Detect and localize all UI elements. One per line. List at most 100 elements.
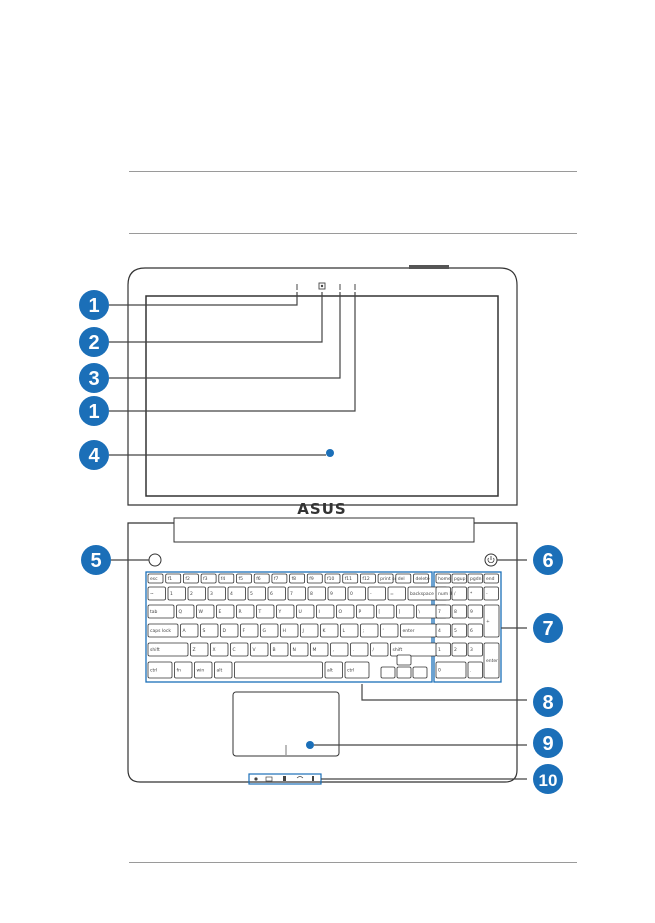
keyboard-key <box>412 666 428 679</box>
key-label: f8 <box>292 576 297 582</box>
keyboard-key <box>236 573 252 584</box>
key-label: 0 <box>438 668 441 674</box>
key-label: alt <box>327 668 333 674</box>
key-label: I <box>319 609 320 615</box>
key-label: A <box>183 628 187 634</box>
keyboard-key <box>234 661 323 679</box>
keyboard-key <box>296 604 315 619</box>
keyboard-key <box>483 642 500 679</box>
key-label: - <box>370 592 372 597</box>
keyboard-key <box>380 623 399 638</box>
key-label: P <box>359 609 362 615</box>
key-label: 7 <box>290 591 293 597</box>
keyboard-key <box>370 642 389 657</box>
key-label: \ <box>419 609 421 615</box>
battery-led-icon <box>265 776 273 782</box>
callout-number: 1 <box>88 401 99 423</box>
key-label: f7 <box>274 576 279 582</box>
key-label: f3 <box>203 576 208 582</box>
callout-number: 5 <box>90 550 101 572</box>
keyboard-key <box>306 573 323 584</box>
keyboard-key <box>483 586 499 601</box>
key-label: O <box>339 609 343 615</box>
callout-number: 2 <box>88 332 99 354</box>
key-label: 4 <box>230 591 233 597</box>
lock-led-icon <box>312 776 314 781</box>
keyboard-key <box>316 604 335 619</box>
keyboard-key <box>182 573 199 584</box>
key-label: W <box>199 609 204 615</box>
keyboard-key <box>413 573 429 584</box>
key-label: del <box>398 576 405 582</box>
key-label: f2 <box>185 576 190 582</box>
keyboard-key <box>147 573 164 584</box>
callout-2: 2 <box>79 327 109 357</box>
status-icons <box>254 776 314 782</box>
key-label: 2 <box>190 591 193 597</box>
key-label: N <box>293 647 296 653</box>
key-label: 1 <box>170 591 173 597</box>
key-label: 2 <box>454 647 457 653</box>
keyboard-key <box>340 623 359 638</box>
keyboard-key <box>387 586 406 601</box>
key-label: 6 <box>270 591 273 597</box>
key-label: win <box>197 668 205 674</box>
leader-8 <box>361 684 527 701</box>
keyboard-key <box>467 623 483 638</box>
keyboard-key <box>196 604 215 619</box>
key-label: 5 <box>250 591 253 597</box>
key-label: ; <box>363 629 365 634</box>
key-label: esc <box>150 577 158 582</box>
key-label: f9 <box>309 576 314 582</box>
key-label: / <box>373 647 375 653</box>
keyboard-key <box>467 573 483 584</box>
keyboard-key <box>147 642 189 657</box>
keyboard-key <box>330 642 349 657</box>
keyboard-key <box>451 573 467 584</box>
leader-lines <box>109 292 527 780</box>
key-label: tab <box>150 609 158 615</box>
keyboard-key <box>367 586 386 601</box>
callout-1b: 1 <box>79 396 109 426</box>
keyboard-key <box>180 623 199 638</box>
keyboard-key <box>210 642 229 657</box>
keyboard-key <box>320 623 339 638</box>
key-label: Q <box>179 609 183 615</box>
callout-number: 10 <box>539 771 558 790</box>
callout-number: 7 <box>542 618 553 640</box>
keyboard-key <box>147 586 166 601</box>
key-label: f12 <box>362 576 369 582</box>
callout-10: 10 <box>533 764 563 794</box>
leader-3 <box>109 292 341 379</box>
key-label: caps lock <box>150 628 171 634</box>
keyboard-key <box>194 661 213 679</box>
keyboard-key <box>147 661 173 679</box>
keyboard-key <box>396 654 412 666</box>
power-led-icon <box>254 777 258 781</box>
key-label: 7 <box>438 609 441 615</box>
middle-rule <box>129 233 577 234</box>
leader-1b <box>109 292 356 412</box>
key-label: H <box>283 628 286 634</box>
key-label: ' <box>383 628 384 634</box>
callout-4: 4 <box>79 440 109 470</box>
key-label: home <box>438 576 451 582</box>
keyboard-key <box>435 586 451 601</box>
keyboard-key <box>214 661 233 679</box>
key-label: f6 <box>256 576 261 582</box>
key-label: pgup <box>454 577 466 582</box>
key-label: alt <box>217 668 223 674</box>
key-label: f4 <box>221 576 226 582</box>
leader-1a <box>109 292 298 306</box>
key-label: 3 <box>470 647 473 653</box>
key-label: S <box>203 628 206 634</box>
keyboard-key <box>396 666 412 679</box>
hinge <box>173 517 475 543</box>
keyboard-key <box>290 642 309 657</box>
touchpad-dot <box>306 741 314 749</box>
keyboard-key <box>435 573 451 584</box>
callout-number: 4 <box>88 445 100 467</box>
left-round-button <box>148 553 162 567</box>
key-label: f1 <box>168 576 173 582</box>
key-label: ~ <box>150 592 154 597</box>
